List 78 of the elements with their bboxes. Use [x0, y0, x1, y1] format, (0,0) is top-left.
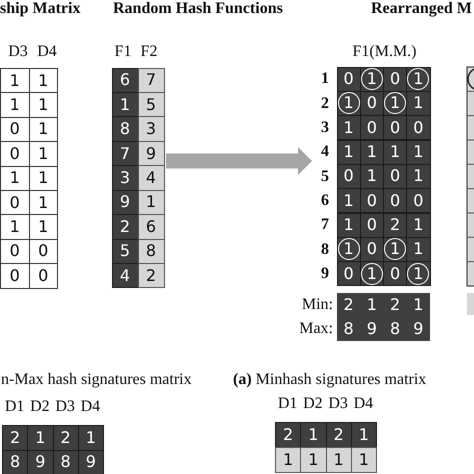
row-number: 8 [321, 240, 329, 258]
table-cell: 8 [52, 450, 79, 474]
table-cell: 4 [112, 263, 138, 288]
table-cell: 2 [275, 422, 302, 448]
table-cell: 1 [0, 68, 30, 94]
row-number: 4 [321, 143, 329, 162]
column-header: D1 [278, 395, 298, 413]
signature-value: 9 [366, 320, 377, 338]
heading: ship Matrix [0, 0, 80, 18]
table-cell: 1 [78, 425, 104, 450]
column-header: D1 [4, 398, 24, 416]
column-header: F1(M.M.) [352, 43, 416, 61]
table-cell: 1 [350, 422, 377, 448]
signature-value: 8 [344, 320, 354, 338]
circled-value: 1 [407, 262, 430, 285]
table-cell: 1 [300, 447, 326, 473]
column-header: D3 [55, 398, 75, 416]
column-header: D3 [8, 43, 28, 61]
matrix-table [337, 67, 430, 286]
row-number: 3 [321, 118, 329, 137]
table-cell: 1 [406, 212, 430, 238]
table-cell: 1 [350, 447, 377, 473]
table-cell: 1 [326, 447, 352, 473]
table-cell: 1 [300, 422, 326, 448]
table-cell: 6 [112, 68, 138, 93]
signature-value: 1 [366, 296, 377, 314]
heading: Random Hash Functions [113, 0, 283, 18]
signature-value: 8 [390, 320, 400, 338]
table-cell: 1 [27, 425, 54, 450]
table-cell: 0 [406, 115, 430, 140]
row-number: 6 [321, 192, 329, 210]
table-cell: 1 [406, 140, 430, 165]
table-cell: 3 [138, 116, 164, 142]
row-number: 1 [321, 70, 329, 88]
row-label: Max: [299, 320, 333, 338]
row-number: 7 [321, 216, 329, 234]
column-header: D4 [80, 398, 100, 416]
table-cell: 1 [336, 212, 361, 238]
table-cell: 1 [336, 115, 361, 140]
signature-value: 9 [413, 320, 424, 338]
column-header: D2 [30, 398, 50, 416]
row-label: Min: [302, 296, 333, 314]
signature-value: 2 [390, 296, 400, 314]
caption: (a) Minhash signatures matrix [233, 371, 426, 389]
table-cell: 0 [406, 188, 430, 214]
column-header: D4 [354, 395, 374, 413]
column-header: F1 [114, 43, 132, 61]
table-cell: 2 [52, 425, 79, 450]
table-cell: 1 [336, 188, 361, 214]
table-cell: 0 [336, 66, 361, 92]
table-cell: 1 [336, 140, 361, 165]
table-cell: 9 [78, 450, 104, 474]
table-cell: 0 [336, 261, 361, 286]
signature-value: 2 [344, 296, 354, 314]
table-cell: 1 [275, 447, 302, 473]
circled-value: 1 [407, 68, 430, 90]
signature-value: 1 [413, 296, 424, 314]
table-cell: 8 [2, 450, 28, 474]
table-cell: 7 [138, 68, 164, 93]
heading: Rearranged M [371, 0, 472, 18]
table-cell: 4 [138, 165, 164, 191]
row-number: 5 [321, 168, 329, 186]
hash-function-table [112, 68, 164, 288]
table-cell: 2 [326, 422, 352, 448]
column-header: F2 [140, 43, 158, 61]
row-number: 2 [321, 94, 329, 112]
column-header: D4 [37, 43, 57, 61]
row-number: 9 [321, 264, 329, 283]
table-cell: 2 [2, 425, 28, 450]
table-cell: 0 [28, 263, 58, 289]
column-header: D3 [328, 395, 348, 413]
table-cell: 2 [138, 263, 164, 288]
column-header: D2 [303, 395, 323, 413]
table-cell: 9 [27, 450, 54, 474]
table-cell: 0 [0, 263, 30, 289]
table-cell: 6 [138, 214, 164, 240]
table-cell: 1 [28, 68, 58, 94]
caption: n-Max hash signatures matrix [1, 371, 192, 389]
